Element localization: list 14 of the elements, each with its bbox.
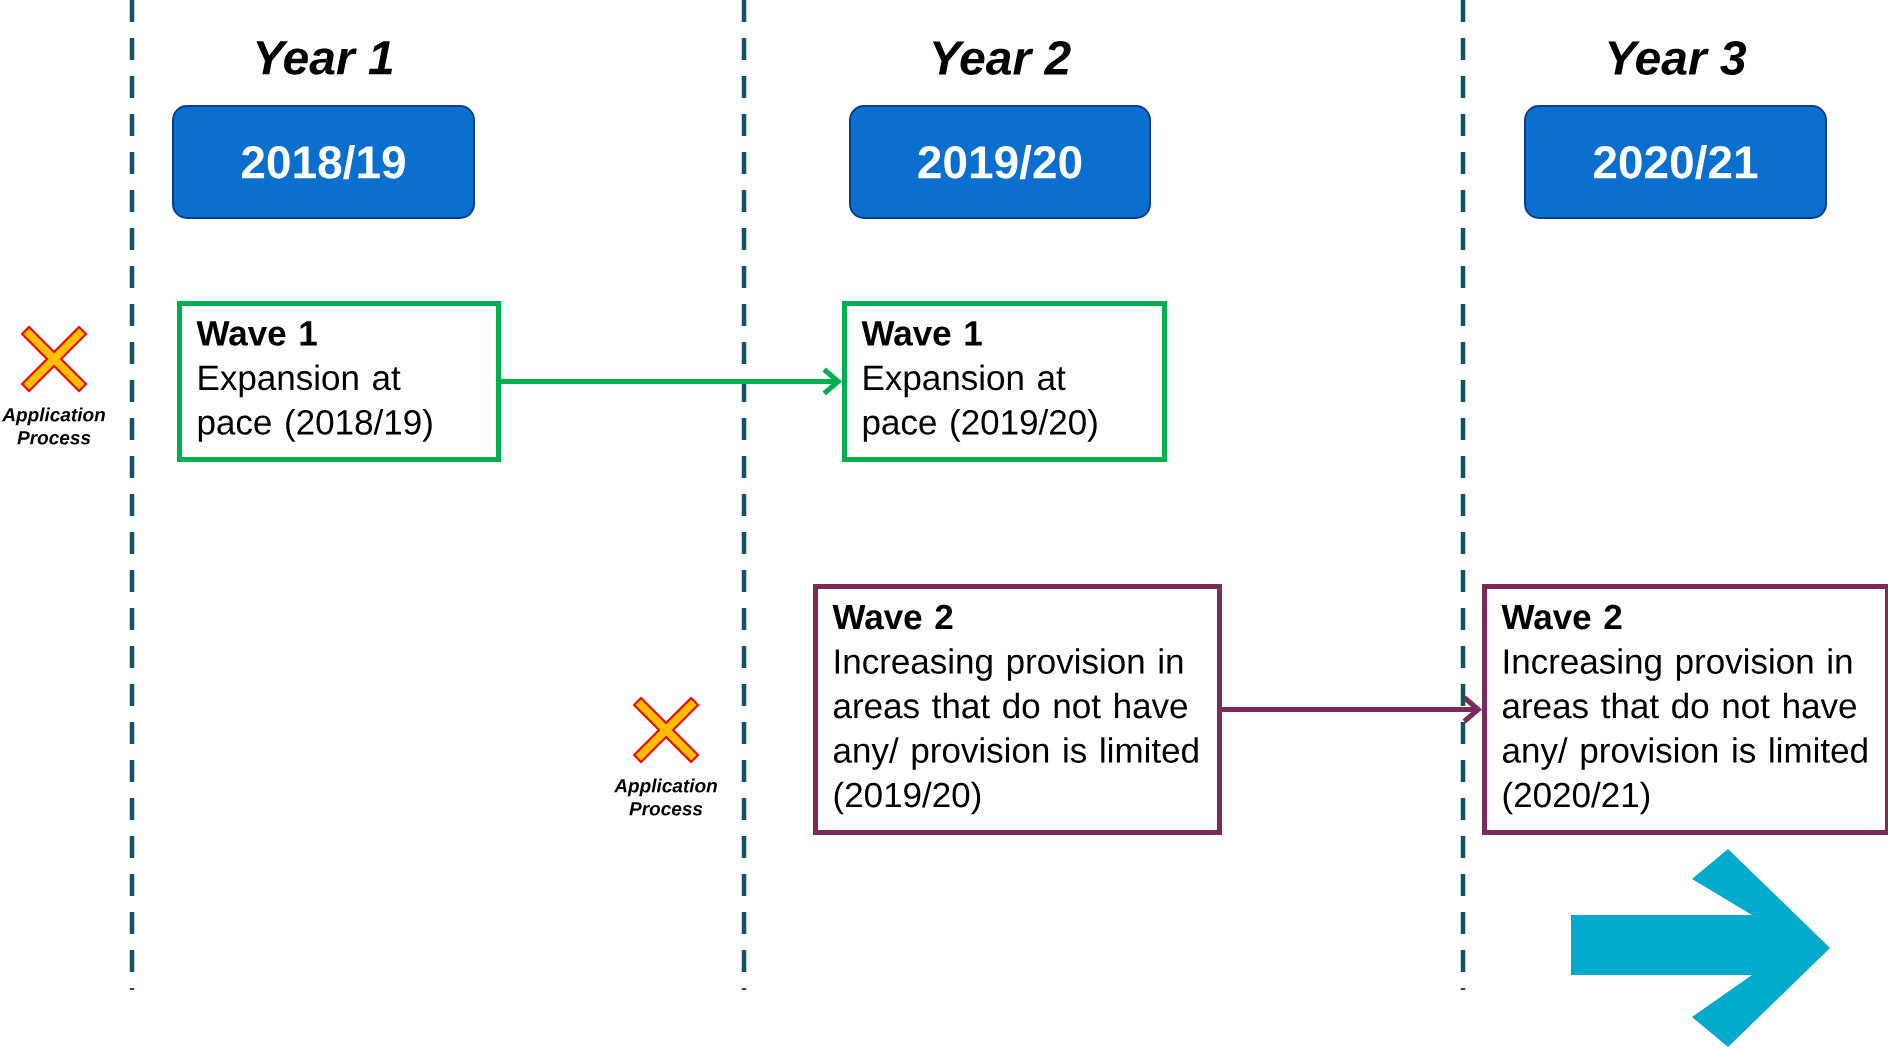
wave-box: Wave 2 Increasing provision in areas that do not have any/ provision is limited (2019/20) xyxy=(813,584,1222,835)
cross-label: Application Process xyxy=(613,778,717,816)
year-heading: Year 3 xyxy=(1608,41,1747,75)
year-heading: Year 1 xyxy=(256,41,393,75)
wave-box: Wave 1 Expansion at pace (2018/19) xyxy=(177,301,501,462)
year-heading: Year 2 xyxy=(932,41,1071,75)
year-box: 2018/19 xyxy=(172,105,475,219)
wave-box: Wave 2 Increasing provision in areas that do not have any/ provision is limited (2020/21) xyxy=(1482,584,1888,835)
arrow xyxy=(1222,695,1482,724)
year-box: 2019/20 xyxy=(849,105,1151,219)
wave-box: Wave 1 Expansion at pace (2019/20) xyxy=(842,301,1167,462)
cross-label: Application Process xyxy=(1,407,105,445)
year-box: 2020/21 xyxy=(1524,105,1827,219)
arrow xyxy=(501,367,842,396)
